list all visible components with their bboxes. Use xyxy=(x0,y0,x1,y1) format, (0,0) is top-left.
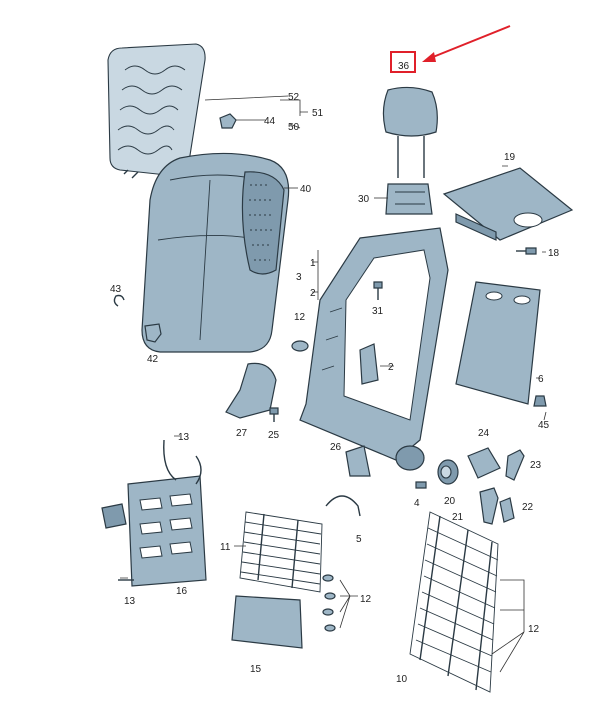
callout-12-right: 12 xyxy=(528,624,540,635)
wire-grid-11 xyxy=(239,511,323,593)
callout-45: 45 xyxy=(538,420,550,431)
callout-25: 25 xyxy=(268,430,280,441)
screw-4 xyxy=(415,481,427,489)
callout-12-mid: 12 xyxy=(360,594,372,605)
part-22 xyxy=(499,497,515,523)
lumbar-pad xyxy=(455,281,541,405)
callout-6: 6 xyxy=(538,374,544,385)
callout-16: 16 xyxy=(176,586,188,597)
callout-52: 52 xyxy=(288,92,300,103)
plug-42 xyxy=(144,323,162,343)
backrest-cover xyxy=(141,152,290,353)
callout-11: 11 xyxy=(220,542,231,553)
callout-2-top: 2 xyxy=(310,288,316,299)
side-trim xyxy=(225,362,277,419)
leader-lines xyxy=(120,95,547,673)
cable-5 xyxy=(325,495,361,517)
rear-panel xyxy=(442,167,574,241)
callout-23: 23 xyxy=(530,460,542,471)
recliner-24 xyxy=(467,447,501,479)
lever-21 xyxy=(479,487,499,525)
screw-18 xyxy=(516,247,537,255)
callout-44: 44 xyxy=(264,116,276,127)
callout-31: 31 xyxy=(372,306,384,317)
callout-21: 21 xyxy=(452,512,464,523)
callout-3: 3 xyxy=(296,272,302,283)
wire-mat-10 xyxy=(409,511,499,693)
callout-18: 18 xyxy=(548,248,560,259)
callout-40: 40 xyxy=(300,184,312,195)
headrest-highlight xyxy=(390,25,511,73)
callout-15: 15 xyxy=(250,664,262,675)
callout-labels: 52 44 50 51 40 43 42 36 30 19 18 1 3 2 3… xyxy=(110,61,560,685)
callout-5: 5 xyxy=(356,534,362,545)
clip-43 xyxy=(113,294,125,307)
headrest-guide xyxy=(385,183,433,215)
callout-13-top: 13 xyxy=(178,432,190,443)
callout-42: 42 xyxy=(147,354,159,365)
callout-20: 20 xyxy=(444,496,456,507)
lever-23 xyxy=(505,449,525,481)
callout-2: 2 xyxy=(388,362,394,373)
callout-12-frame: 12 xyxy=(294,312,306,323)
callout-24: 24 xyxy=(478,428,490,439)
callout-13: 13 xyxy=(124,596,136,607)
callout-22: 22 xyxy=(522,502,534,513)
clip-45 xyxy=(533,395,547,407)
callout-1: 1 xyxy=(310,258,316,269)
clip-44 xyxy=(219,113,237,129)
callout-50: 50 xyxy=(288,122,300,133)
knob-20 xyxy=(437,459,459,485)
headrest xyxy=(382,86,438,178)
callout-36: 36 xyxy=(398,61,410,72)
screw-25 xyxy=(269,407,279,422)
recliner-mechanism xyxy=(395,445,425,471)
bolt-31 xyxy=(373,281,383,300)
callout-51: 51 xyxy=(312,108,324,119)
lumbar-assembly xyxy=(101,439,207,587)
callout-43: 43 xyxy=(110,284,122,295)
carrier-15 xyxy=(231,595,303,649)
callout-26: 26 xyxy=(330,442,342,453)
callout-19: 19 xyxy=(504,152,516,163)
callout-27: 27 xyxy=(236,428,248,439)
callout-4: 4 xyxy=(414,498,420,509)
callout-10: 10 xyxy=(396,674,408,685)
clips-12-lower xyxy=(322,574,336,632)
callout-30: 30 xyxy=(358,194,370,205)
trim-26 xyxy=(345,445,371,477)
bracket-2 xyxy=(359,343,379,385)
clip-12-frame xyxy=(291,340,309,352)
